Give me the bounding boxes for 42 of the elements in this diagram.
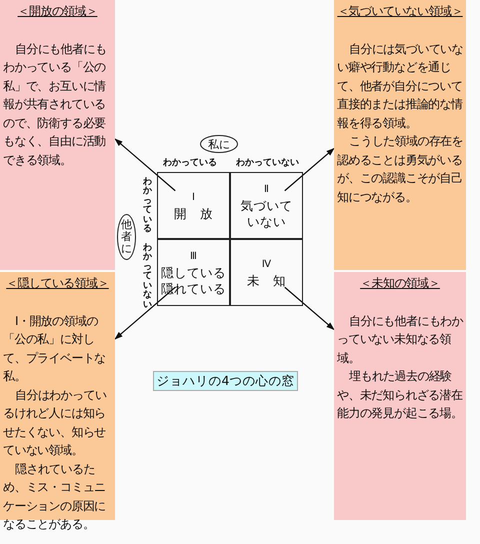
panel-text: 隠されているため、ミス・コミュニケーションの原因になることがある。 <box>3 460 107 533</box>
roman-numeral: Ⅱ <box>264 182 269 196</box>
region-panel <box>334 272 466 520</box>
region-panel <box>334 0 466 270</box>
axis-label: 私に <box>208 136 230 152</box>
title-box <box>153 371 298 391</box>
arrow <box>284 286 335 330</box>
quadrant-cell <box>157 239 230 306</box>
region-panel <box>0 0 115 270</box>
quadrant-label: 気づいていない <box>240 198 294 230</box>
axis-label: わかっている <box>163 157 217 169</box>
panel-text: 自分はわかっているけれど人には知らせたくない、知らせていない領域。 <box>3 386 108 459</box>
title-text: ジョハリの4つの心の窓 <box>156 372 294 390</box>
label-oval <box>200 135 238 153</box>
panel-heading: ＜気づいていない領域＞ <box>337 3 463 20</box>
panel-text: 自分には気づいていない癖や行動などを通じて、他者が自分について直接的または推論的な情報を得る領域。 <box>337 40 463 132</box>
arrow <box>284 148 335 192</box>
quadrant-label: 隠れている <box>161 280 226 296</box>
axis-label: わかっていない <box>236 157 299 169</box>
axis-label: 他者に <box>120 218 132 256</box>
arrow <box>114 286 176 340</box>
panel-text: Ⅰ・開放の領域の「公の私」に対して、プライベートな私。 <box>3 312 107 385</box>
quadrant-label: 開 放 <box>174 206 213 222</box>
panel-heading: ＜隠している領域＞ <box>5 275 110 292</box>
panel-text: 埋もれた過去の経験や、未だ知られざる潜在能力の発見が起こる場。 <box>337 368 463 422</box>
roman-numeral: Ⅲ <box>190 250 197 264</box>
arrow <box>114 138 176 192</box>
panel-heading: ＜未知の領域＞ <box>359 275 441 292</box>
quadrant-cell <box>230 239 303 306</box>
roman-numeral: Ⅳ <box>262 258 272 272</box>
axis-label: わかっていない <box>143 244 152 310</box>
panel-text: 自分にも他者にもわかっている「公の私」で、お互いに情報が共有されているので、防衛する必要もなく、自由に活動できる領域。 <box>3 40 108 168</box>
quadrant-label: 隠している <box>161 264 226 280</box>
panel-text: こうした領域の存在を認めることは勇気がいるが、この認識こそが自己知につながる。 <box>337 133 463 206</box>
quadrant-cell <box>157 172 230 239</box>
quadrant-cell <box>230 172 303 239</box>
panel-heading: ＜開放の領域＞ <box>16 3 98 20</box>
label-oval <box>117 214 136 260</box>
quadrant-label: 未 知 <box>247 272 286 288</box>
panel-text: 自分にも他者にもわかっていない未知なる領域。 <box>337 312 463 366</box>
roman-numeral: Ⅰ <box>192 190 195 204</box>
axis-label: わかっている <box>143 178 152 235</box>
